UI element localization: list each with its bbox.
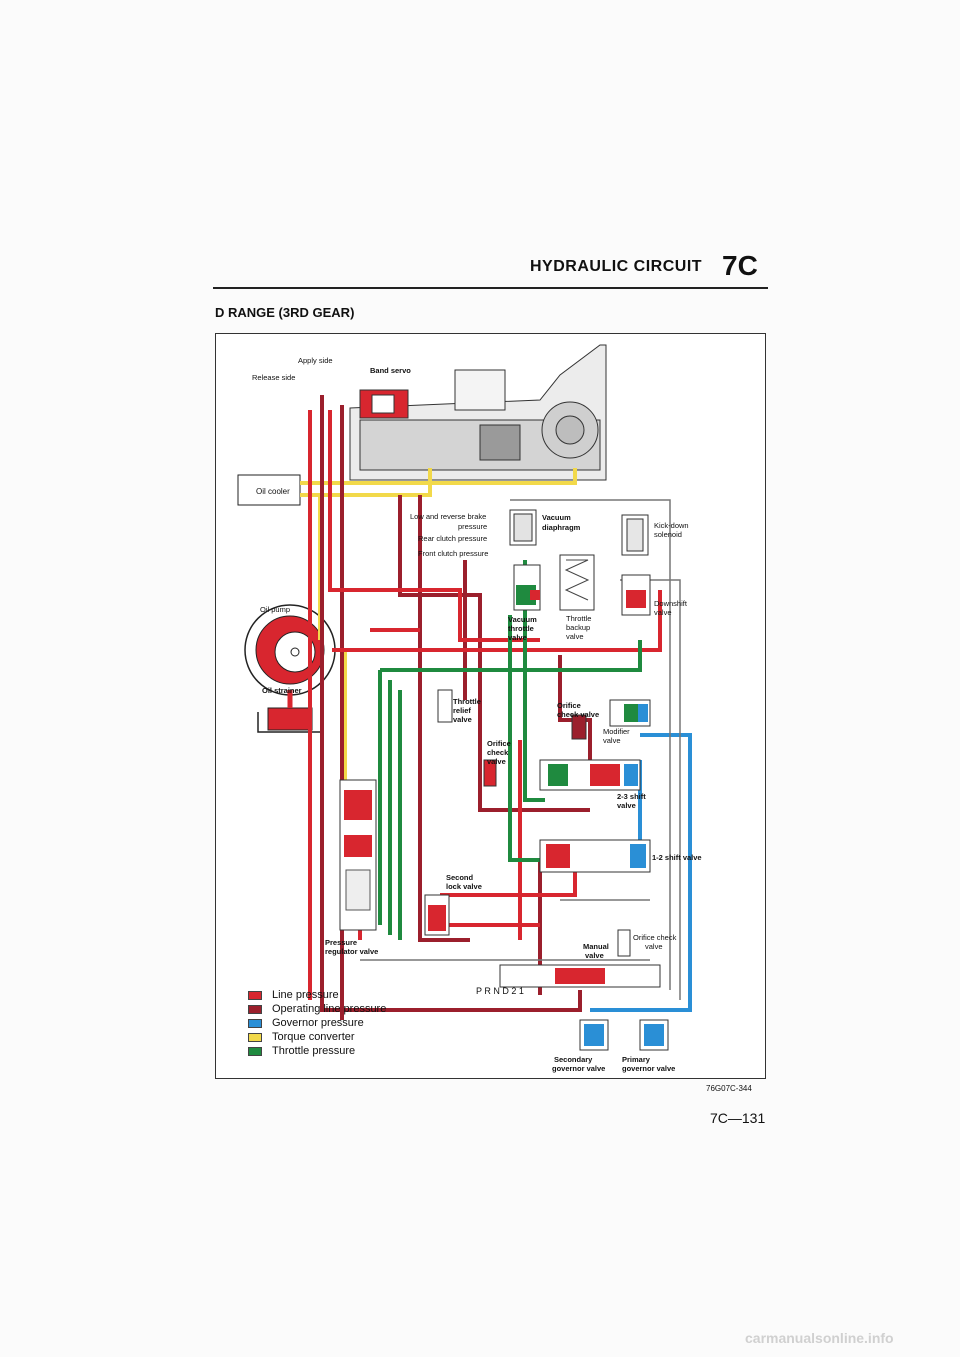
label-apply-side: Apply side — [298, 356, 333, 365]
shift-23-valve — [539, 759, 641, 791]
legend-label: Torque converter — [272, 1031, 355, 1043]
legend-swatch — [248, 1046, 262, 1056]
vacuum-throttle-valve — [513, 564, 541, 611]
label-modifier-1: Modifier — [603, 727, 630, 736]
legend-item: Line pressure — [248, 988, 386, 1002]
label-orifice-check-low-1: Orifice check — [633, 933, 677, 942]
label-downshift-2: valve — [654, 608, 672, 617]
transmission-body — [349, 344, 607, 481]
secondary-governor-valve — [579, 1019, 609, 1051]
legend-swatch — [248, 990, 262, 1000]
legend-label: Operating line pressure — [272, 1003, 387, 1015]
manual-valve — [499, 964, 661, 988]
label-modifier-2: valve — [603, 736, 621, 745]
label-throttle-backup-2: backup — [566, 623, 590, 632]
legend-item: Torque converter — [248, 1030, 386, 1044]
pressure-regulator-valve — [339, 779, 377, 931]
throttle-relief-valve — [437, 689, 453, 723]
label-orifice-check-mid-2: check — [487, 748, 509, 757]
orifice-check-valve-mid — [483, 759, 497, 787]
label-throttle-relief-1: Throttle — [453, 697, 481, 706]
label-primary-gov-2: governor valve — [622, 1064, 675, 1073]
label-orifice-check-mid-3: valve — [487, 757, 506, 766]
figure-code: 76G07C-344 — [706, 1084, 752, 1093]
shift-12-valve — [539, 839, 651, 873]
oil-cooler-box — [237, 474, 301, 506]
label-second-lock-2: lock valve — [446, 882, 482, 891]
label-kickdown-2: solenoid — [654, 530, 682, 539]
label-orifice-check-1: Orifice — [557, 701, 581, 710]
label-front-clutch: Front clutch pressure — [418, 549, 488, 558]
label-low-reverse-pressure: pressure — [458, 522, 487, 531]
vacuum-diaphragm — [509, 509, 537, 546]
label-throttle-relief-3: valve — [453, 715, 472, 724]
label-prnd: P R N D 2 1 — [476, 986, 524, 996]
label-shift23-2: valve — [617, 801, 636, 810]
orifice-check-valve-low — [617, 929, 631, 957]
page-number: 7C—131 — [710, 1110, 766, 1126]
label-shift12: 1-2 shift valve — [652, 853, 702, 862]
label-vacuum-diaphragm-2: diaphragm — [542, 523, 581, 532]
line-pressure-lines — [308, 410, 662, 1000]
label-band-servo: Band servo — [370, 366, 411, 375]
label-downshift-1: Downshift — [654, 599, 688, 608]
downshift-valve — [621, 574, 651, 616]
label-oil-strainer: Oil strainer — [262, 686, 302, 695]
legend-item: Throttle pressure — [248, 1044, 386, 1058]
header-title: HYDRAULIC CIRCUIT — [530, 258, 703, 275]
label-oil-pump: Oil pump — [260, 605, 290, 614]
section-title: D RANGE (3RD GEAR) — [215, 305, 355, 320]
label-throttle-relief-2: relief — [453, 706, 471, 715]
legend-item: Operating line pressure — [248, 1002, 386, 1016]
throttle-backup-valve — [559, 554, 595, 611]
label-manual-1: Manual — [583, 942, 609, 951]
label-throttle-backup-3: valve — [566, 632, 584, 641]
primary-governor-valve — [639, 1019, 669, 1051]
oil-strainer — [257, 690, 323, 733]
label-release-side: Release side — [252, 373, 295, 382]
legend-label: Throttle pressure — [272, 1045, 356, 1057]
legend-swatch — [248, 1032, 262, 1042]
oil-pump — [244, 604, 336, 696]
label-pressure-reg-1: Pressure — [325, 938, 357, 947]
label-shift23-1: 2-3 shift — [617, 792, 646, 801]
label-primary-gov-1: Primary — [622, 1055, 651, 1064]
label-throttle-backup-1: Throttle — [566, 614, 591, 623]
label-vacuum-diaphragm-1: Vacuum — [542, 513, 571, 522]
legend-item: Governor pressure — [248, 1016, 386, 1030]
label-orifice-check-2: check valve — [557, 710, 599, 719]
band-servo — [359, 389, 409, 419]
header-code: 7C — [722, 250, 758, 281]
header-rule — [213, 287, 768, 289]
label-pressure-reg-2: regulator valve — [325, 947, 378, 956]
modifier-valve — [609, 699, 651, 727]
watermark: carmanualsonline.info — [745, 1330, 894, 1346]
orifice-check-valve-top — [571, 714, 587, 740]
label-vacuum-throttle-2: throttle — [508, 624, 534, 633]
label-kickdown-1: Kick-down — [654, 521, 689, 530]
legend-label: Line pressure — [272, 989, 339, 1001]
legend-swatch — [248, 1018, 262, 1028]
label-vacuum-throttle-1: Vacuum — [508, 615, 537, 624]
label-manual-2: valve — [585, 951, 604, 960]
label-orifice-check-mid-1: Orifice — [487, 739, 511, 748]
label-low-reverse: Low and reverse brake — [410, 512, 486, 521]
label-secondary-gov-2: governor valve — [552, 1064, 605, 1073]
legend-swatch — [248, 1004, 262, 1014]
kickdown-solenoid — [621, 514, 649, 556]
second-lock-valve — [424, 894, 450, 936]
label-orifice-check-low-2: valve — [645, 942, 663, 951]
diagram-labels: Apply side Release side Band servo Oil c… — [252, 356, 702, 1073]
label-second-lock-1: Second — [446, 873, 474, 882]
label-secondary-gov-1: Secondary — [554, 1055, 593, 1064]
legend-label: Governor pressure — [272, 1017, 364, 1029]
label-rear-clutch: Rear clutch pressure — [418, 534, 487, 543]
label-vacuum-throttle-3: valve — [508, 633, 527, 642]
throttle-pressure-lines — [378, 560, 642, 940]
label-oil-cooler: Oil cooler — [256, 487, 290, 496]
